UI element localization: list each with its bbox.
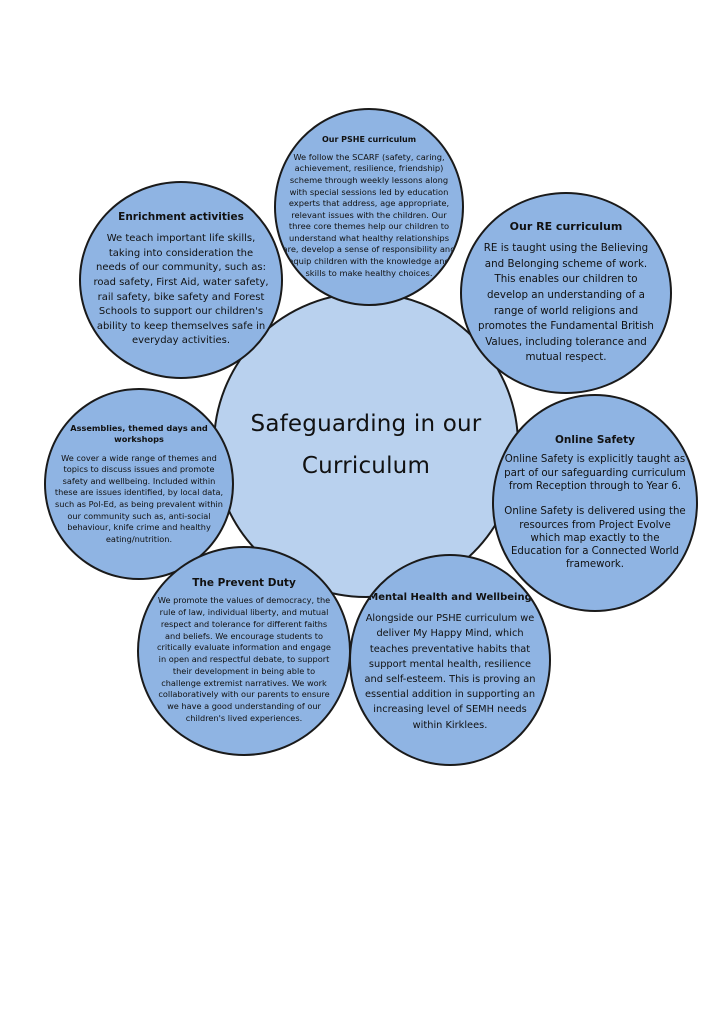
online-safety-circle: Online Safety Online Safety is explicitl… bbox=[492, 394, 698, 612]
enrichment-body: We teach important life skills, taking i… bbox=[93, 233, 269, 347]
prevent-duty-circle: The Prevent Duty We promote the values o… bbox=[137, 546, 351, 756]
online-safety-paragraph-1: Online Safety is explicitly taught as pa… bbox=[504, 454, 686, 492]
online-safety-title: Online Safety bbox=[554, 434, 636, 447]
pshe-title: Our PSHE curriculum bbox=[321, 134, 417, 144]
enrichment-circle: Enrichment activities We teach important… bbox=[79, 181, 283, 379]
mental-health-circle: Mental Health and Wellbeing Alongside ou… bbox=[349, 554, 551, 766]
prevent-duty-body: We promote the values of democracy, the … bbox=[157, 595, 331, 724]
re-body: RE is taught using the Believing and Bel… bbox=[478, 242, 654, 364]
online-safety-body: Online Safety is explicitly taught as pa… bbox=[504, 453, 686, 571]
mental-health-body: Alongside our PSHE curriculum we deliver… bbox=[364, 613, 536, 731]
re-title: Our RE curriculum bbox=[509, 220, 623, 234]
center-title-line2: Curriculum bbox=[301, 453, 431, 479]
mental-health-title: Mental Health and Wellbeing bbox=[368, 592, 532, 604]
re-circle: Our RE curriculum RE is taught using the… bbox=[460, 192, 672, 394]
assemblies-title: Assemblies, themed days and workshops bbox=[70, 422, 208, 444]
pshe-body: We follow the SCARF (safety, caring, ach… bbox=[282, 151, 456, 278]
assemblies-circle: Assemblies, themed days and workshops We… bbox=[44, 388, 234, 580]
center-title-line1: Safeguarding in our bbox=[250, 411, 482, 437]
prevent-duty-title: The Prevent Duty bbox=[192, 577, 296, 590]
assemblies-body: We cover a wide range of themes and topi… bbox=[54, 452, 224, 544]
pshe-circle: Our PSHE curriculum We follow the SCARF … bbox=[274, 108, 464, 306]
enrichment-title: Enrichment activities bbox=[118, 211, 244, 224]
online-safety-paragraph-2: Online Safety is delivered using the res… bbox=[504, 506, 686, 571]
